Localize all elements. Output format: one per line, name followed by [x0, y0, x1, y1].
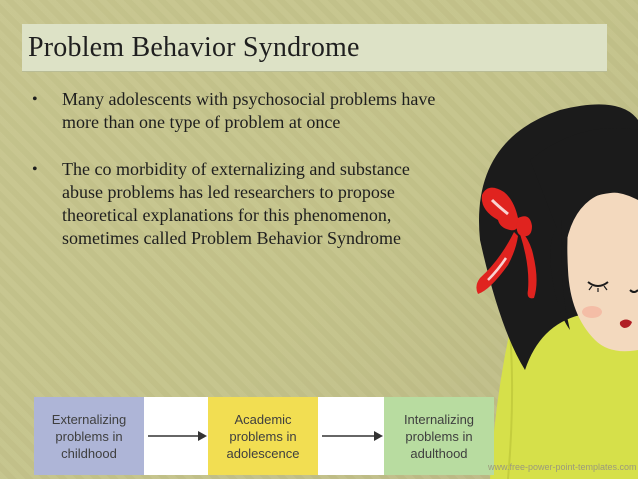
flow-box-adulthood: Internalizing problems in adulthood [384, 397, 494, 475]
sad-girl-illustration [476, 104, 638, 479]
flow-box-label: Academic problems in adolescence [226, 411, 300, 461]
flow-box-childhood: Externalizing problems in childhood [34, 397, 144, 475]
eye-closed [587, 281, 609, 287]
flow-diagram: Externalizing problems in childhood Acad… [34, 397, 494, 475]
title-bar: Problem Behavior Syndrome [22, 24, 607, 72]
cheek-blush [582, 306, 602, 318]
bullet-text: Many adolescents with psychosocial probl… [62, 89, 436, 132]
mouth [619, 319, 632, 328]
red-bow-icon [476, 187, 537, 299]
bullet-marker: • [32, 91, 38, 108]
flow-arrow [144, 397, 208, 475]
bullet-item: • The co morbidity of externalizing and … [22, 158, 452, 250]
bullet-item: • Many adolescents with psychosocial pro… [22, 88, 452, 134]
flow-box-label: Externalizing problems in childhood [51, 411, 127, 461]
bullet-marker: • [32, 161, 38, 178]
slide-title: Problem Behavior Syndrome [28, 31, 360, 63]
flow-box-label: Internalizing problems in adulthood [403, 411, 475, 461]
arrow-right-icon [322, 431, 383, 441]
hair-bangs [530, 128, 638, 250]
flow-box-adolescence: Academic problems in adolescence [208, 397, 318, 475]
bullet-list: • Many adolescents with psychosocial pro… [22, 88, 452, 274]
flow-arrow [318, 397, 384, 475]
bullet-text: The co morbidity of externalizing and su… [62, 159, 410, 248]
watermark-text: www.free-power-point-templates.com [488, 462, 637, 472]
arrow-right-icon [148, 431, 207, 441]
